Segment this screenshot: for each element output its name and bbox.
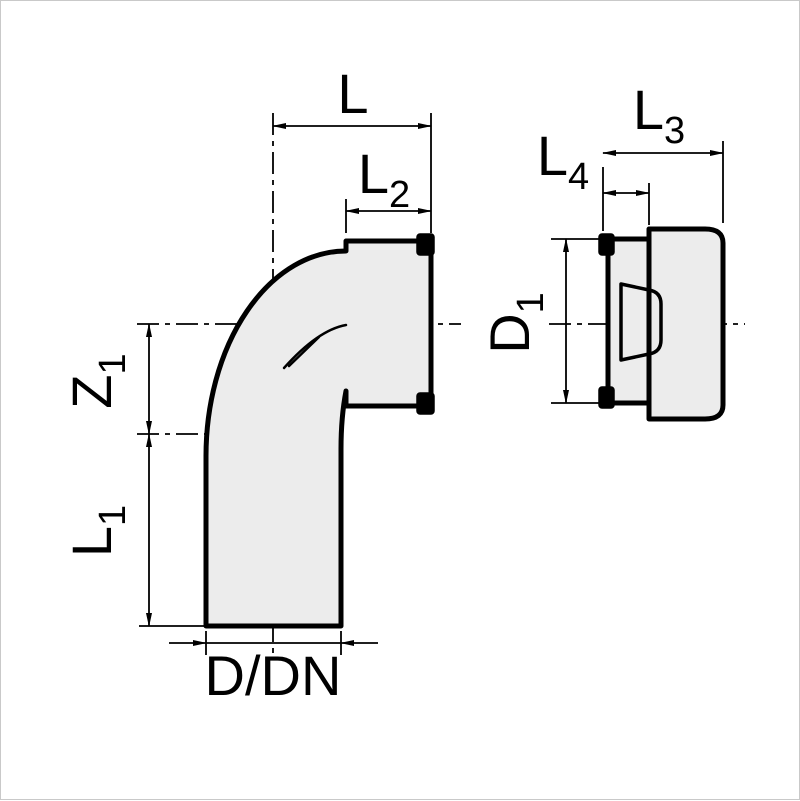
elbow-side-view: L3 L4 D1 [478,78,745,422]
side-socket [605,236,652,406]
socket-bead-bottom [416,392,435,415]
dim-label-l3: L3 [633,78,685,152]
side-body [646,226,726,422]
dim-label-z1: Z1 [60,353,134,408]
elbow-body [203,238,434,629]
elbow-front-view: L L2 Z1 L1 D/DN [60,62,461,707]
socket-bead-top [416,233,435,256]
side-bead-top [598,233,615,256]
dim-label-l1: L1 [60,505,134,557]
dim-label-d1: D1 [478,292,552,354]
dim-label-ddn: D/DN [205,644,342,707]
dim-label-l4: L4 [537,124,589,198]
dim-label-l2: L2 [358,142,410,216]
side-inner-profile [619,282,663,362]
inner-bore-edge [287,335,321,368]
dim-label-l: L [337,62,368,125]
side-bead-bottom [598,386,615,409]
